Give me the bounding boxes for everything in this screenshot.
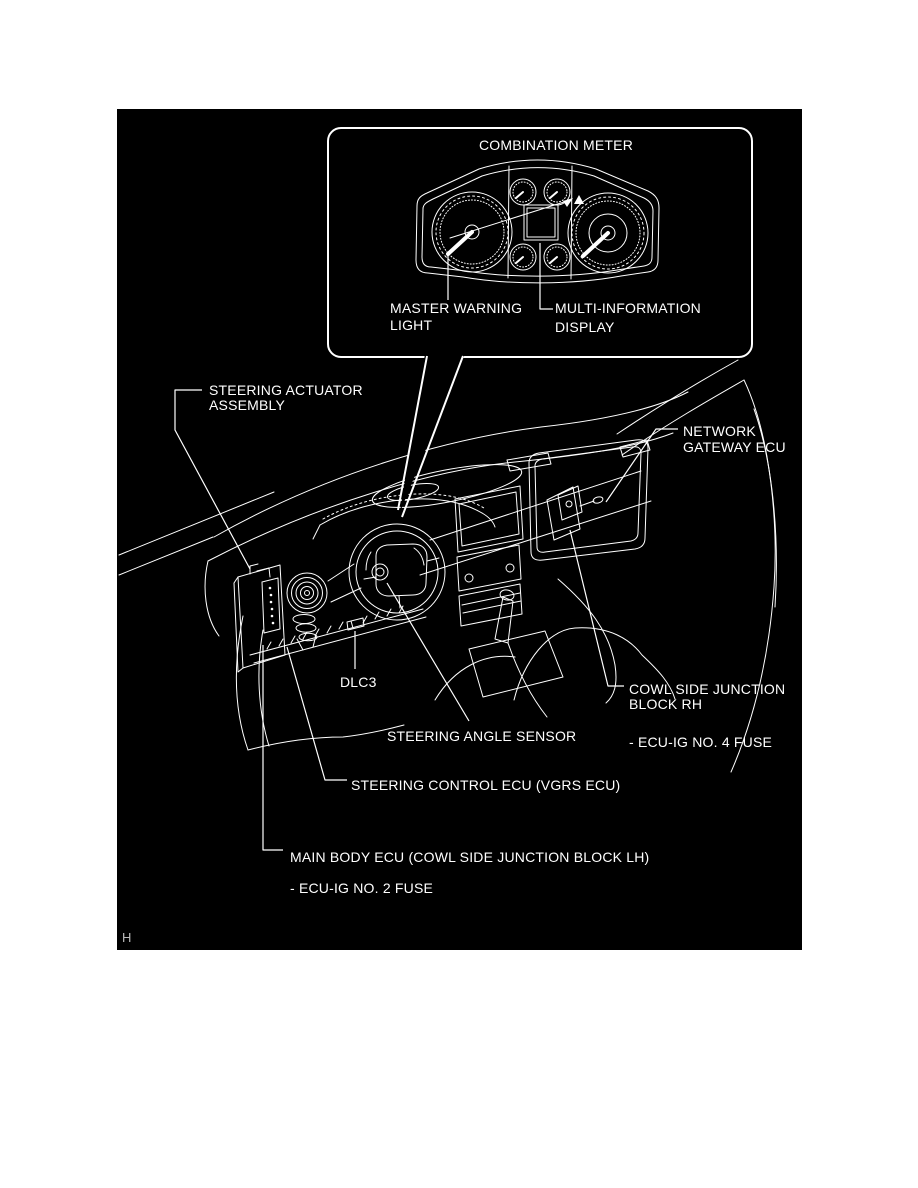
steering-angle-sensor-label: STEERING ANGLE SENSOR	[387, 728, 576, 744]
speedometer-gauge	[431, 191, 513, 273]
steering-control-ecu-label: STEERING CONTROL ECU (VGRS ECU)	[351, 777, 620, 793]
network-gateway-ecu-part	[546, 485, 604, 541]
dlc3-connector	[346, 617, 365, 631]
leader-network-gateway	[605, 428, 678, 503]
master-warning-light-label-line2: LIGHT	[390, 317, 432, 333]
network-gateway-ecu-label-line2: GATEWAY ECU	[683, 439, 786, 455]
ecu-ig-no2-fuse-label: - ECU-IG NO. 2 FUSE	[290, 880, 433, 896]
small-gauges	[509, 178, 571, 271]
steering-actuator-label-line1: STEERING ACTUATOR	[209, 382, 363, 398]
page-mark: H	[122, 930, 131, 945]
arrowhead-icon	[563, 198, 573, 207]
ecu-ig-no4-fuse-label: - ECU-IG NO. 4 FUSE	[629, 734, 772, 750]
component-location-diagram-panel: COMBINATION METER MASTER WARNING LIGHT M…	[117, 109, 802, 950]
leader-multi-information	[539, 243, 553, 310]
leader-lines	[174, 243, 678, 851]
cowl-side-junction-label-line2: BLOCK RH	[629, 696, 702, 712]
combination-meter-callout	[327, 127, 753, 518]
dashboard-line-drawing: COMBINATION METER MASTER WARNING LIGHT M…	[118, 127, 786, 945]
multi-information-display-label-line2: DISPLAY	[555, 319, 615, 335]
gear-shifter	[468, 589, 564, 718]
steering-actuator-part	[233, 563, 328, 673]
dashboard-sketch	[118, 359, 777, 773]
main-body-ecu-label: MAIN BODY ECU (COWL SIDE JUNCTION BLOCK …	[290, 849, 649, 865]
leader-steering-angle-sensor	[386, 582, 470, 722]
dlc3-label: DLC3	[340, 674, 377, 690]
instrument-cluster	[415, 159, 660, 284]
labels: COMBINATION METER MASTER WARNING LIGHT M…	[122, 137, 786, 945]
leader-steering-control-ecu	[286, 646, 347, 781]
steering-wheel	[348, 523, 446, 621]
multi-information-display-label-line1: MULTI-INFORMATION	[555, 300, 701, 316]
master-warning-light-label-line1: MASTER WARNING	[390, 300, 522, 316]
leader-main-body-ecu	[262, 645, 283, 851]
cowl-side-junction-label-line1: COWL SIDE JUNCTION	[629, 681, 785, 697]
steering-actuator-label-line2: ASSEMBLY	[209, 397, 285, 413]
multi-information-display-part	[523, 204, 559, 241]
master-warning-triangle-icon	[574, 195, 584, 204]
combination-meter-label: COMBINATION METER	[479, 137, 633, 153]
tachometer-gauge	[567, 192, 649, 274]
leader-cowl-side-junction	[569, 529, 624, 687]
center-stack	[454, 485, 524, 627]
network-gateway-ecu-label-line1: NETWORK	[683, 423, 756, 439]
leader-steering-actuator	[174, 389, 251, 570]
